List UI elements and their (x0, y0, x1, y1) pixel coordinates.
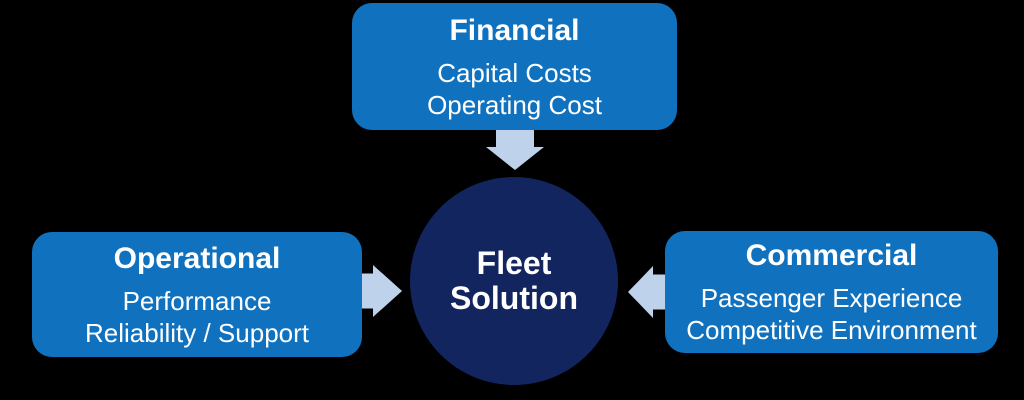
fleet-solution-label: Solution (450, 280, 578, 316)
arrow-down-icon (486, 126, 544, 170)
operational-line: Reliability / Support (85, 317, 309, 348)
fleet-solution-label: Fleet (476, 245, 552, 281)
operational-line: Performance (122, 285, 272, 316)
financial-box: Financial Capital Costs Operating Cost (352, 3, 677, 130)
commercial-box: Commercial Passenger Experience Competit… (665, 231, 998, 353)
commercial-line: Competitive Environment (686, 315, 977, 345)
commercial-line: Passenger Experience (700, 283, 963, 313)
operational-box: Operational Performance Reliability / Su… (32, 232, 362, 357)
operational-title: Operational (113, 241, 281, 275)
arrow-right-icon (357, 265, 402, 317)
commercial-title: Commercial (745, 239, 918, 272)
financial-line: Operating Cost (427, 89, 602, 120)
fleet-solution-circle: Fleet Solution (410, 177, 618, 385)
financial-line: Capital Costs (437, 57, 592, 88)
financial-title: Financial (449, 13, 580, 47)
arrow-left-icon (628, 266, 668, 318)
